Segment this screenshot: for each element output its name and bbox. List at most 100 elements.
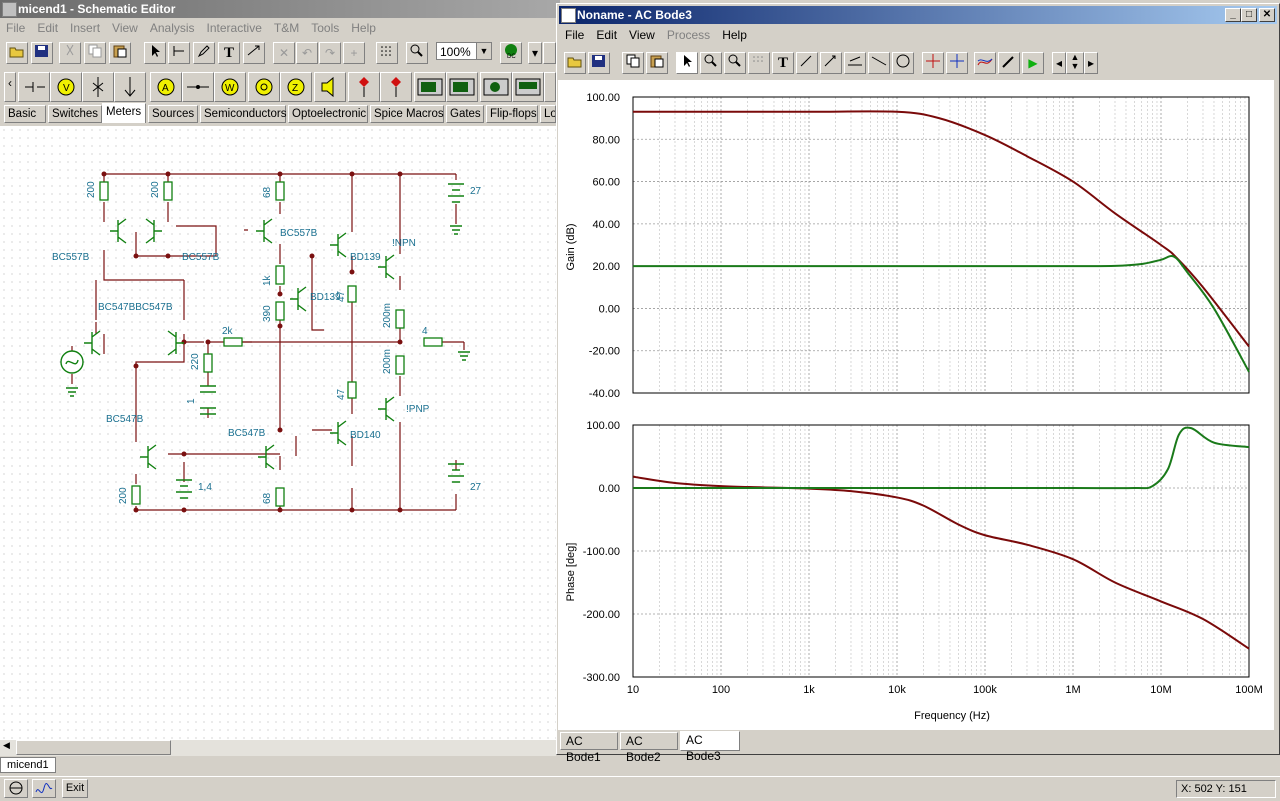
- scroll-left-icon[interactable]: ‹: [4, 72, 16, 102]
- maximize-icon[interactable]: □: [1241, 8, 1257, 22]
- redo-icon[interactable]: ↷: [319, 42, 341, 64]
- select-arrow-icon[interactable]: [144, 42, 166, 64]
- bode-menu-view[interactable]: View: [629, 28, 655, 42]
- component-wattmeter-icon[interactable]: W: [214, 72, 246, 102]
- bode-open-icon[interactable]: [564, 52, 586, 74]
- exit-button[interactable]: Exit: [62, 779, 88, 798]
- minimize-icon[interactable]: _: [1225, 8, 1241, 22]
- component-ground-switch[interactable]: [18, 72, 50, 102]
- bode-prev-icon[interactable]: ◂: [1052, 52, 1066, 74]
- pen-icon[interactable]: [193, 42, 215, 64]
- tab-ac-bode1[interactable]: AC Bode1: [560, 732, 618, 764]
- circuit-icon[interactable]: [4, 779, 28, 798]
- scrollbar-thumb[interactable]: [16, 740, 171, 755]
- bode-cursor-b-icon[interactable]: [946, 52, 968, 74]
- cut-icon[interactable]: [59, 42, 81, 64]
- tab-optoelectronic[interactable]: Optoelectronic: [288, 105, 368, 123]
- bode-next-icon[interactable]: ▸: [1084, 52, 1098, 74]
- bode-line-icon[interactable]: [868, 52, 890, 74]
- bode-save-icon[interactable]: [588, 52, 610, 74]
- probe-icon[interactable]: [543, 42, 556, 64]
- open-icon[interactable]: [6, 42, 28, 64]
- component-switch-icon[interactable]: [82, 72, 114, 102]
- menu-interactive[interactable]: Interactive: [206, 21, 262, 35]
- tab-logic[interactable]: Lo: [540, 105, 556, 123]
- undo-icon[interactable]: ↶: [296, 42, 318, 64]
- paste-icon[interactable]: [109, 42, 131, 64]
- tab-ac-bode2[interactable]: AC Bode2: [620, 732, 678, 764]
- bode-menu-edit[interactable]: Edit: [596, 28, 618, 42]
- component-multimeter-icon[interactable]: [512, 72, 544, 102]
- component-impedance-meter-icon[interactable]: Z: [280, 72, 312, 102]
- bode-annotation-icon[interactable]: [820, 52, 842, 74]
- bode-updown-icon[interactable]: ▲▼: [1066, 52, 1084, 74]
- menu-edit[interactable]: Edit: [37, 21, 59, 35]
- component-xy-recorder-icon[interactable]: [480, 72, 512, 102]
- bode-probe-icon[interactable]: [998, 52, 1020, 74]
- component-wire-icon[interactable]: [182, 72, 214, 102]
- component-voltage-pin-icon[interactable]: [348, 72, 380, 102]
- bode-curve-label-icon[interactable]: [796, 52, 818, 74]
- tab-semiconductors[interactable]: Semiconductors: [200, 105, 286, 123]
- delete-icon[interactable]: ✕: [273, 42, 295, 64]
- scroll-left-arrow-icon[interactable]: ◀: [3, 740, 10, 750]
- component-signal-analyzer-icon[interactable]: [446, 72, 478, 102]
- bode-zoom-100-icon[interactable]: [724, 52, 746, 74]
- dc-analysis-icon[interactable]: DC: [500, 42, 522, 64]
- chevron-down-icon[interactable]: ▼: [476, 43, 491, 59]
- menu-file[interactable]: File: [6, 21, 26, 35]
- tab-ac-bode3[interactable]: AC Bode3: [680, 731, 740, 763]
- component-speaker-icon[interactable]: [314, 72, 346, 102]
- menu-help[interactable]: Help: [351, 21, 376, 35]
- bode-cursor-a-icon[interactable]: [922, 52, 944, 74]
- bode-copy-icon[interactable]: [622, 52, 644, 74]
- bode-paste-icon[interactable]: [646, 52, 668, 74]
- component-oscilloscope-icon[interactable]: [414, 72, 446, 102]
- tab-meters[interactable]: Meters: [102, 103, 146, 123]
- text-tool-icon[interactable]: T: [218, 42, 240, 64]
- menu-analysis[interactable]: Analysis: [149, 21, 195, 35]
- bode-zoom-in-icon[interactable]: [700, 52, 722, 74]
- menu-tools[interactable]: Tools: [311, 21, 340, 35]
- crosshair-icon[interactable]: +: [343, 42, 365, 64]
- bode-ruler-icon[interactable]: [844, 52, 866, 74]
- save-icon[interactable]: [31, 42, 53, 64]
- document-tab-micend1[interactable]: micend1: [0, 757, 56, 773]
- tab-flip-flops[interactable]: Flip-flops: [486, 105, 538, 123]
- menu-tm[interactable]: T&M: [273, 21, 300, 35]
- schematic-canvas[interactable]: 200 200 68 27 BC557B BC557B BC557B BD139…: [0, 126, 556, 740]
- menu-insert[interactable]: Insert: [70, 21, 101, 35]
- bode-menu-file[interactable]: File: [565, 28, 585, 42]
- component-arrow-icon[interactable]: [114, 72, 146, 102]
- tab-gates[interactable]: Gates: [446, 105, 484, 123]
- grid-icon[interactable]: [376, 42, 398, 64]
- dc-dropdown-icon[interactable]: ▾: [528, 42, 542, 64]
- close-icon[interactable]: ✕: [1259, 8, 1275, 22]
- component-ammeter-icon[interactable]: A: [150, 72, 182, 102]
- wire-tool-icon[interactable]: [168, 42, 190, 64]
- bode-select-icon[interactable]: [676, 52, 698, 74]
- tab-spice-macros[interactable]: Spice Macros: [370, 105, 444, 123]
- component-voltmeter-icon[interactable]: V: [50, 72, 82, 102]
- schematic-horizontal-scrollbar[interactable]: ◀: [0, 740, 556, 756]
- tab-switches[interactable]: Switches: [48, 105, 102, 123]
- zoom-select[interactable]: 100% ▼: [436, 42, 492, 60]
- tab-sources[interactable]: Sources: [148, 105, 198, 123]
- tab-basic[interactable]: Basic: [4, 105, 46, 123]
- bode-run-icon[interactable]: ▶: [1022, 52, 1044, 74]
- analysis-window-icon[interactable]: [32, 779, 56, 798]
- bode-grid-icon[interactable]: [748, 52, 770, 74]
- component-more[interactable]: [544, 72, 556, 102]
- zoom-icon[interactable]: [406, 42, 428, 64]
- bode-add-curve-icon[interactable]: [974, 52, 996, 74]
- component-ohmmeter-icon[interactable]: [248, 72, 280, 102]
- bode-menu-help[interactable]: Help: [722, 28, 747, 42]
- copy-icon[interactable]: [84, 42, 106, 64]
- bode-circle-icon[interactable]: [892, 52, 914, 74]
- bode-text-icon[interactable]: T: [772, 52, 794, 74]
- menu-view[interactable]: View: [112, 21, 138, 35]
- component-current-pin-icon[interactable]: [380, 72, 412, 102]
- rotate-icon[interactable]: [243, 42, 265, 64]
- phase-y-tick-label: 100.00: [586, 420, 620, 432]
